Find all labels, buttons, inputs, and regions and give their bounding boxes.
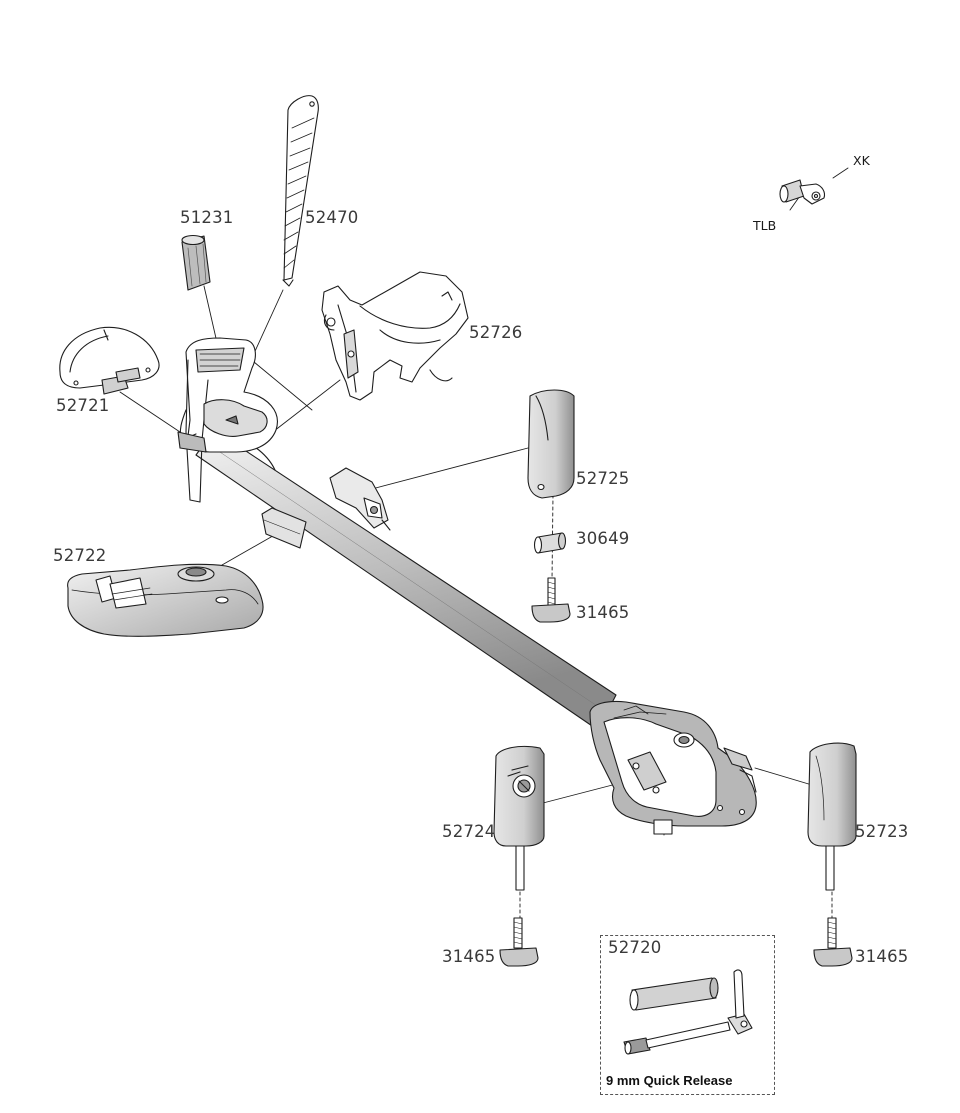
ratchet-strap [282, 95, 319, 287]
quick-release-caption: 9 mm Quick Release [606, 1073, 733, 1088]
label-tlb: TLB [753, 218, 777, 233]
rear-wheel-cup [59, 326, 160, 395]
quick-release-box [600, 935, 775, 1095]
fork-mount-head [589, 700, 757, 835]
label-52720: 52720 [608, 938, 662, 957]
label-52724: 52724 [442, 822, 496, 841]
knob-52725 [527, 389, 575, 499]
label-52470: 52470 [305, 208, 359, 227]
label-52723: 52723 [855, 822, 909, 841]
quick-release-axle [623, 969, 753, 1055]
label-52726: 52726 [469, 323, 523, 342]
tube-mount [261, 507, 307, 549]
label-30649: 30649 [576, 529, 630, 548]
knob-52723 [807, 742, 857, 891]
t-bolt-right [813, 917, 853, 967]
label-31465-right: 31465 [855, 947, 909, 966]
tube-clip [329, 467, 391, 531]
quick-release-sleeve [629, 977, 719, 1011]
label-xk: XK [853, 153, 870, 168]
lock-cylinder [779, 179, 826, 205]
label-52721: 52721 [56, 396, 110, 415]
strap-pad [181, 234, 211, 291]
label-52722: 52722 [53, 546, 107, 565]
knob-52724 [493, 745, 545, 891]
t-bolt-left [499, 917, 539, 967]
label-31465-left: 31465 [442, 947, 496, 966]
label-52725: 52725 [576, 469, 630, 488]
label-51231: 51231 [180, 208, 234, 227]
t-bolt-top [531, 577, 571, 623]
wheel-strap-assembly [177, 337, 278, 503]
front-wheel-holder [321, 271, 469, 401]
sleeve-30649 [533, 532, 567, 554]
label-31465-top: 31465 [576, 603, 630, 622]
base-plate [67, 563, 264, 637]
